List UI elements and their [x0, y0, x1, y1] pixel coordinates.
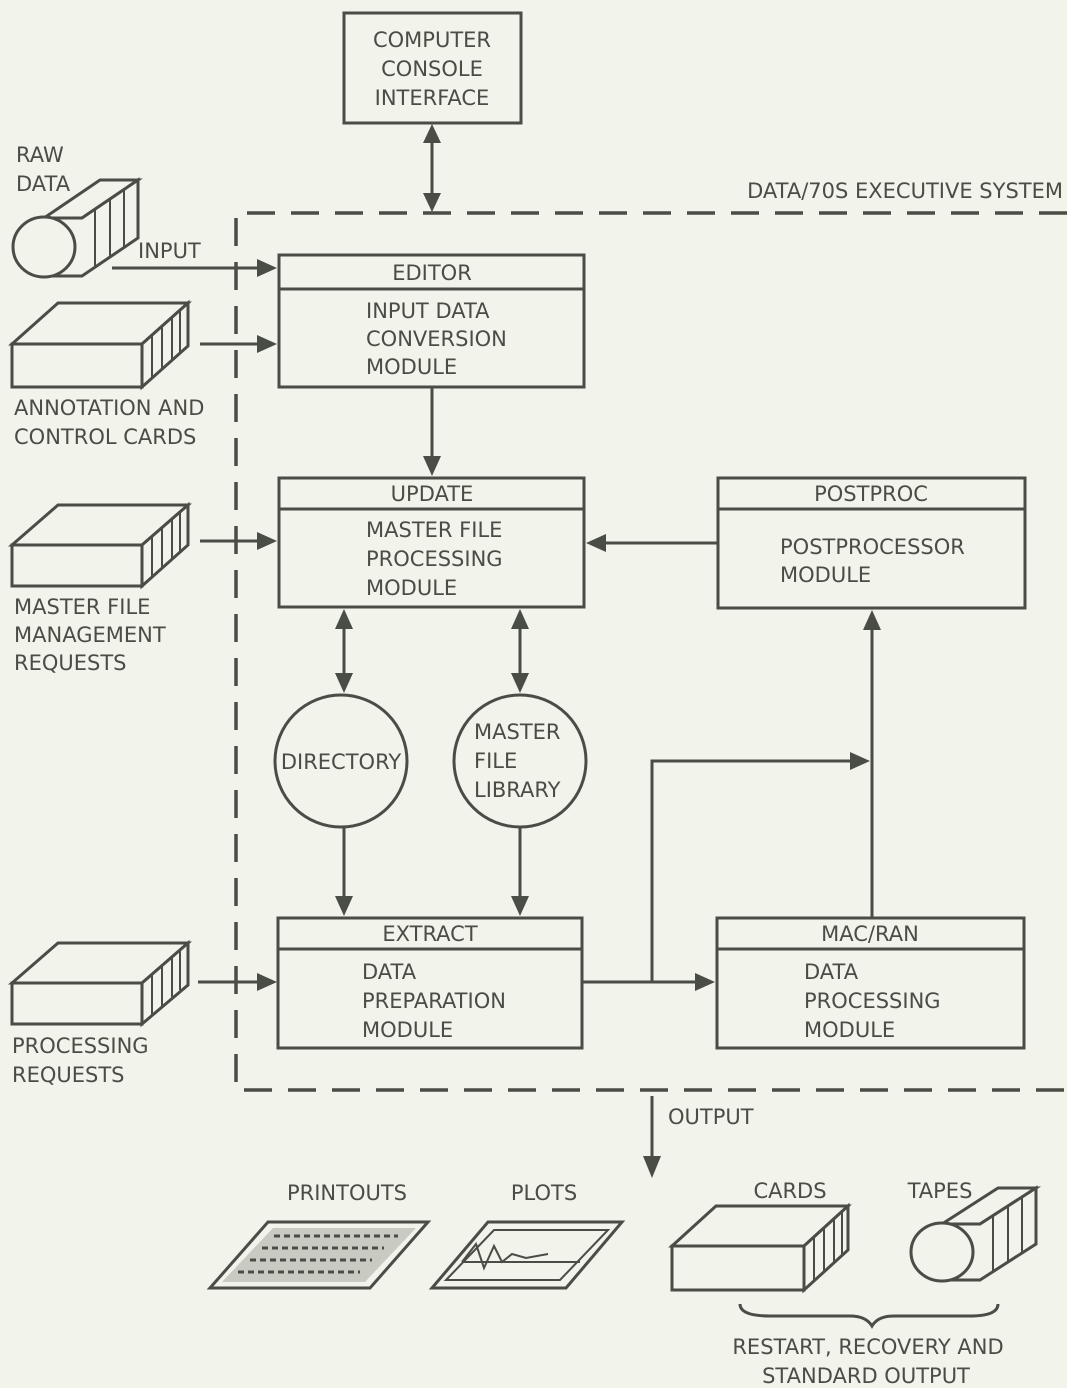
printouts-label: PRINTOUTS: [287, 1181, 407, 1205]
restart-line-1: RESTART, RECOVERY AND: [732, 1335, 1003, 1359]
processing-requests-line-2: REQUESTS: [12, 1063, 125, 1087]
macran-title: MAC/RAN: [821, 922, 919, 946]
library-line-1: MASTER: [474, 720, 561, 744]
raw-data-line-2: DATA: [16, 172, 71, 196]
extract-title: EXTRACT: [382, 922, 478, 946]
cards-arrow-editor: [200, 335, 277, 353]
editor-line-2: CONVERSION: [366, 327, 507, 351]
directory-to-extract-arrow: [335, 828, 353, 916]
console-interface-box: COMPUTER CONSOLE INTERFACE: [342, 11, 523, 125]
macran-module: MAC/RAN DATA PROCESSING MODULE: [715, 916, 1026, 1050]
plots-icon: [428, 1220, 626, 1290]
update-title: UPDATE: [391, 482, 474, 506]
plots-label: PLOTS: [511, 1181, 577, 1205]
library-to-extract-arrow: [511, 828, 529, 916]
extract-line-1: DATA: [362, 960, 417, 984]
postproc-title: POSTPROC: [814, 482, 928, 506]
master-requests-cards-icon: [7, 501, 193, 590]
update-module: UPDATE MASTER FILE PROCESSING MODULE: [277, 476, 586, 609]
editor-module: EDITOR INPUT DATA CONVERSION MODULE: [277, 253, 586, 389]
directory-label: DIRECTORY: [281, 750, 401, 774]
output-tapes-icon: [909, 1185, 1042, 1283]
extract-to-postproc-branch: [650, 752, 870, 982]
master-requests-line-2: MANAGEMENT: [14, 623, 166, 647]
restart-line-2: STANDARD OUTPUT: [762, 1364, 970, 1388]
console-arrow: [423, 124, 441, 212]
macran-line-2: PROCESSING: [804, 989, 941, 1013]
master-requests-line-1: MASTER FILE: [14, 595, 150, 619]
editor-to-update-arrow: [423, 388, 441, 476]
output-cards-icon: [668, 1202, 852, 1294]
master-file-library-store: MASTER FILE LIBRARY: [452, 693, 588, 829]
update-line-2: PROCESSING: [366, 547, 503, 571]
annotation-cards-line-1: ANNOTATION AND: [14, 396, 204, 420]
processing-requests-line-1: PROCESSING: [12, 1034, 149, 1058]
postproc-line-1: POSTPROCESSOR: [780, 535, 965, 559]
console-line-3: INTERFACE: [375, 86, 490, 110]
macran-to-postproc-arrow: [863, 610, 881, 918]
update-line-3: MODULE: [366, 576, 457, 600]
library-line-3: LIBRARY: [474, 778, 561, 802]
console-line-1: COMPUTER: [373, 28, 491, 52]
input-arrow-editor: [112, 259, 277, 277]
postproc-module: POSTPROC POSTPROCESSOR MODULE: [716, 476, 1027, 610]
editor-title: EDITOR: [392, 261, 472, 285]
annotation-cards-line-2: CONTROL CARDS: [14, 425, 196, 449]
output-label: OUTPUT: [668, 1105, 754, 1129]
macran-line-3: MODULE: [804, 1018, 895, 1042]
macran-line-1: DATA: [804, 960, 859, 984]
annotation-cards-icon: [8, 299, 192, 391]
console-line-2: CONSOLE: [381, 57, 483, 81]
raw-data-line-1: RAW: [16, 143, 64, 167]
tapes-label: TAPES: [907, 1179, 973, 1203]
postproc-line-2: MODULE: [780, 563, 871, 587]
processing-requests-cards-icon: [7, 939, 193, 1028]
input-label: INPUT: [138, 239, 201, 263]
extract-module: EXTRACT DATA PREPARATION MODULE: [276, 916, 584, 1050]
editor-line-1: INPUT DATA: [366, 299, 490, 323]
extract-line-3: MODULE: [362, 1018, 453, 1042]
master-requests-line-3: REQUESTS: [14, 651, 127, 675]
output-arrow: [643, 1096, 661, 1178]
extract-to-macran-arrow: [582, 973, 715, 991]
processing-arrow-extract: [198, 973, 277, 991]
system-label: DATA/70S EXECUTIVE SYSTEM: [747, 179, 1063, 203]
system-boundary: [234, 211, 1067, 1092]
library-line-2: FILE: [474, 749, 517, 773]
requests-arrow-update: [200, 532, 277, 550]
update-directory-arrow: [335, 609, 353, 693]
postproc-to-update-arrow: [586, 534, 718, 552]
raw-data-tape-icon: [11, 177, 143, 279]
cards-label: CARDS: [753, 1179, 826, 1203]
printouts-icon: [206, 1220, 432, 1290]
output-brace: [738, 1303, 1000, 1329]
update-library-arrow: [511, 609, 529, 693]
extract-line-2: PREPARATION: [362, 989, 506, 1013]
editor-line-3: MODULE: [366, 355, 457, 379]
update-line-1: MASTER FILE: [366, 518, 502, 542]
directory-store: DIRECTORY: [273, 693, 409, 829]
